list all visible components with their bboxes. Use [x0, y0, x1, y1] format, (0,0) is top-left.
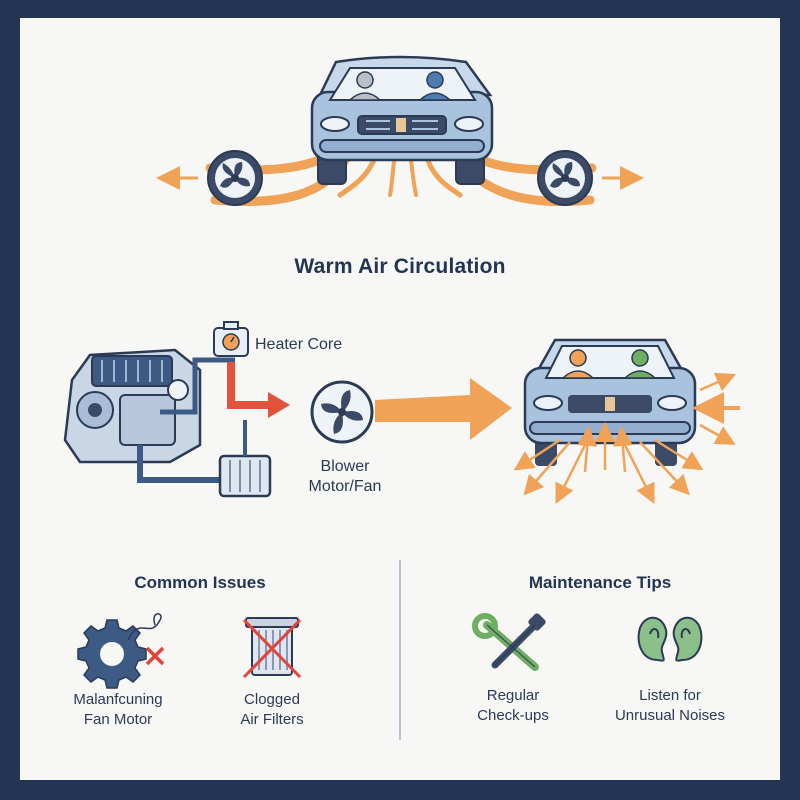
- heat-flow-arrow: [227, 362, 290, 418]
- tip-caption-checkups: Regular Check-ups: [438, 686, 588, 726]
- blower-label: Blower Motor/Fan: [290, 457, 400, 497]
- tip-caption-noises-line1: Listen for: [639, 687, 701, 704]
- warm-air-rays: [513, 372, 740, 504]
- airflow-arrow: [375, 378, 512, 440]
- fan-icon-right: [537, 150, 593, 206]
- ears-icon: [637, 616, 703, 662]
- blower-fan-icon: [310, 380, 374, 444]
- heater-core-label: Heater Core: [255, 336, 343, 353]
- engine-icon: [63, 348, 235, 483]
- fan-icon-left: [207, 150, 263, 206]
- heated-car-icon: [523, 338, 697, 466]
- issue-caption-fan-motor: Malanfcuning Fan Motor: [43, 690, 193, 730]
- crossed-filter-icon: [242, 617, 302, 679]
- radiator-icon: [218, 420, 272, 498]
- blower-label-line2: Motor/Fan: [308, 478, 382, 495]
- issue-caption-air-filters-line2: Air Filters: [240, 711, 304, 728]
- common-issues-heading: Common Issues: [134, 573, 266, 592]
- top-car-front-view: [156, 55, 644, 206]
- blower-label-line1: Blower: [320, 458, 370, 475]
- issue-caption-fan-motor-line1: Malanfcuning: [73, 691, 163, 708]
- heater-core-icon: [213, 321, 249, 357]
- gear-with-x-icon: [77, 613, 165, 689]
- tip-caption-noises-line2: Unrusual Noises: [614, 707, 726, 724]
- tip-caption-checkups-line2: Check-ups: [477, 707, 549, 724]
- section-divider: [399, 560, 401, 740]
- tip-caption-noises: Listen for Unrusual Noises: [595, 686, 745, 726]
- issue-caption-air-filters: Clogged Air Filters: [197, 690, 347, 730]
- issue-caption-fan-motor-line2: Fan Motor: [83, 711, 153, 728]
- wrench-screwdriver-icon: [472, 613, 546, 671]
- issue-caption-air-filters-line1: Clogged: [244, 691, 300, 708]
- maintenance-tips-heading: Maintenance Tips: [528, 573, 672, 592]
- tip-caption-checkups-line1: Regular: [486, 687, 540, 704]
- diagram-title: Warm Air Circulation: [294, 255, 506, 278]
